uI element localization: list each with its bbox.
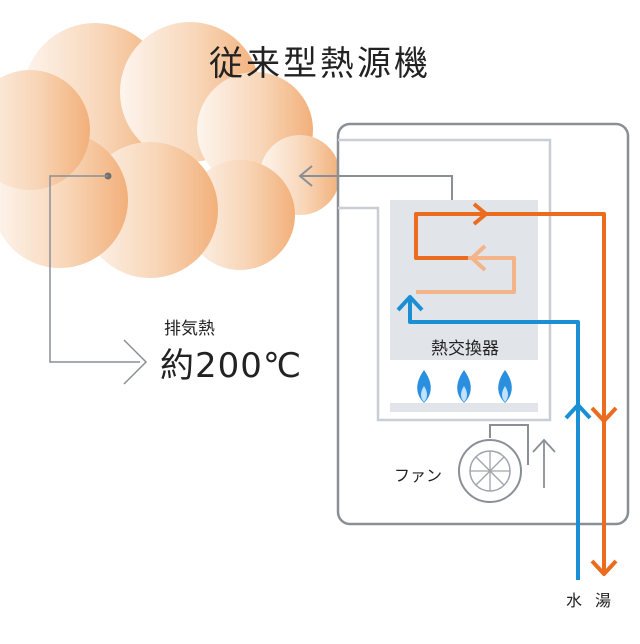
exhaust-heat-label: 排気熱 (164, 319, 215, 339)
fan-icon (458, 424, 529, 503)
callout-arrowhead (123, 339, 148, 385)
warm-coil-pipe (416, 256, 516, 294)
exhaust-flow-line (300, 175, 453, 200)
hot-water-arrowhead (472, 202, 488, 226)
up-arrow-icon (532, 438, 556, 488)
cold-water-inlet-arrowhead (564, 403, 592, 420)
fan-label: ファン (394, 466, 443, 485)
flame-icon (457, 370, 471, 403)
hot-water-pipe (414, 212, 606, 572)
flame-icon (417, 370, 431, 403)
exhaust-temperature-label: 約200℃ (160, 346, 303, 386)
flame-icon (498, 370, 512, 403)
exhaust-duct (338, 138, 552, 422)
burner-plate (390, 403, 538, 412)
callout-line (49, 175, 140, 363)
hot-water-outlet-arrowhead (590, 559, 618, 576)
hot-water-label: 湯 (595, 591, 612, 610)
diagram-title: 従来型熱源機 (209, 44, 431, 84)
warm-coil-arrowhead (470, 244, 487, 272)
cold-water-arrowhead (396, 295, 424, 312)
heat-exchanger-label: 熱交換器 (431, 339, 499, 359)
water-label: 水 (566, 591, 583, 610)
cold-water-pipe (408, 296, 580, 580)
hot-water-down-arrowhead (590, 406, 618, 423)
exhaust-flow-arrowhead (298, 165, 313, 187)
